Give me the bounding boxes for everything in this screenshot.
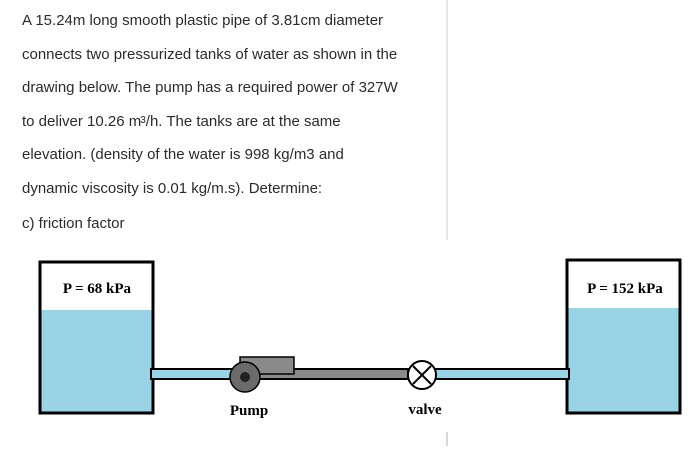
right-tank-outline <box>565 258 682 415</box>
valve-cross-b <box>412 365 432 385</box>
pipe-inlet <box>150 368 242 380</box>
pipe-outlet <box>433 368 570 380</box>
valve-icon: valve <box>407 360 442 418</box>
question-line: drawing below. The pump has a required p… <box>22 79 398 97</box>
left-tank: P = 68 kPa <box>38 260 155 415</box>
left-tank-pressure-label: P = 68 kPa <box>63 281 132 297</box>
flow-rate-unit-text: /h. The tanks are at the same <box>145 112 341 130</box>
pump-label: Pump <box>230 403 268 419</box>
question-line: elevation. (density of the water is 998 … <box>22 146 344 164</box>
cubic-superscript: 3 <box>140 114 146 126</box>
left-tank-outline <box>38 260 155 415</box>
column-divider <box>446 0 448 240</box>
flow-rate-text: to deliver 10.26 m <box>22 112 142 130</box>
question-text: A 15.24m long smooth plastic pipe of 3.8… <box>22 4 442 240</box>
question-line: to deliver 10.26 m3/h. The tanks are at … <box>22 105 442 139</box>
valve-label: valve <box>408 402 442 418</box>
right-tank: P = 152 kPa <box>565 258 682 415</box>
question-part-c: c) friction factor <box>22 214 125 232</box>
left-tank-water <box>40 310 153 413</box>
right-tank-water <box>567 308 680 413</box>
pump-icon: Pump <box>229 356 295 419</box>
column-divider-lower <box>446 432 448 446</box>
pump-impeller <box>240 372 250 382</box>
question-line: dynamic viscosity is 0.01 kg/m.s). Deter… <box>22 179 323 197</box>
question-line: connects two pressurized tanks of water … <box>22 45 398 63</box>
question-line: A 15.24m long smooth plastic pipe of 3.8… <box>22 12 384 29</box>
right-tank-pressure-label: P = 152 kPa <box>587 281 663 297</box>
